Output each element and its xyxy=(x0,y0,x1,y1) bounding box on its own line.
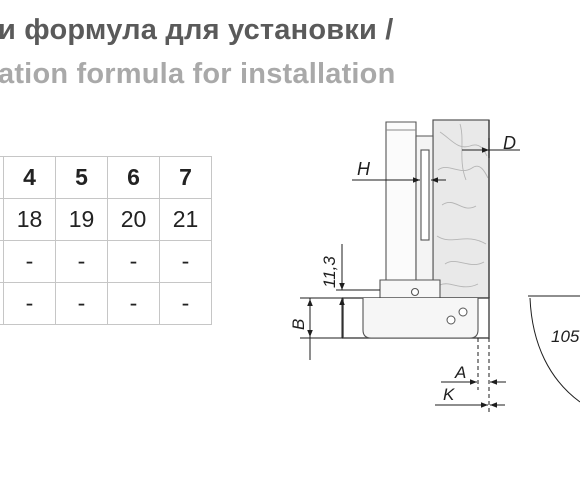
dimension-height xyxy=(336,244,380,338)
table-cell: - xyxy=(55,240,108,283)
table-cell: - xyxy=(107,240,160,283)
table-row: - - - - xyxy=(0,282,212,325)
title-russian: и формула для установки / xyxy=(0,14,394,46)
dimension-b xyxy=(300,297,343,360)
hinge-body xyxy=(379,121,441,299)
table-cell: - xyxy=(107,282,160,325)
label-k: K xyxy=(443,385,455,404)
label-d: D xyxy=(503,133,516,153)
table-header-row: 4 5 6 7 xyxy=(0,156,212,199)
label-h: H xyxy=(357,159,371,179)
label-height: 11,3 xyxy=(320,256,339,288)
table-cell: - xyxy=(159,282,212,325)
table-cell: 20 xyxy=(107,198,160,241)
installation-table: 4 5 6 7 18 19 20 21 - - - - - - - - xyxy=(0,156,212,325)
label-angle: 105 xyxy=(551,327,580,346)
table-header-cell: 4 xyxy=(3,156,56,199)
table-cell: - xyxy=(159,240,212,283)
dimension-d xyxy=(462,138,520,158)
table-row: 18 19 20 21 xyxy=(0,198,212,241)
dimension-a-k xyxy=(435,338,506,415)
door-panel xyxy=(342,297,490,339)
label-b: B xyxy=(289,319,308,330)
label-a: A xyxy=(454,363,466,382)
title-english: ation formula for installation xyxy=(0,58,396,90)
cabinet-side-panel xyxy=(432,119,490,299)
table-row: - - - - xyxy=(0,240,212,283)
opening-angle-arc xyxy=(528,295,580,403)
table-cell: - xyxy=(55,282,108,325)
table-cell: 21 xyxy=(159,198,212,241)
